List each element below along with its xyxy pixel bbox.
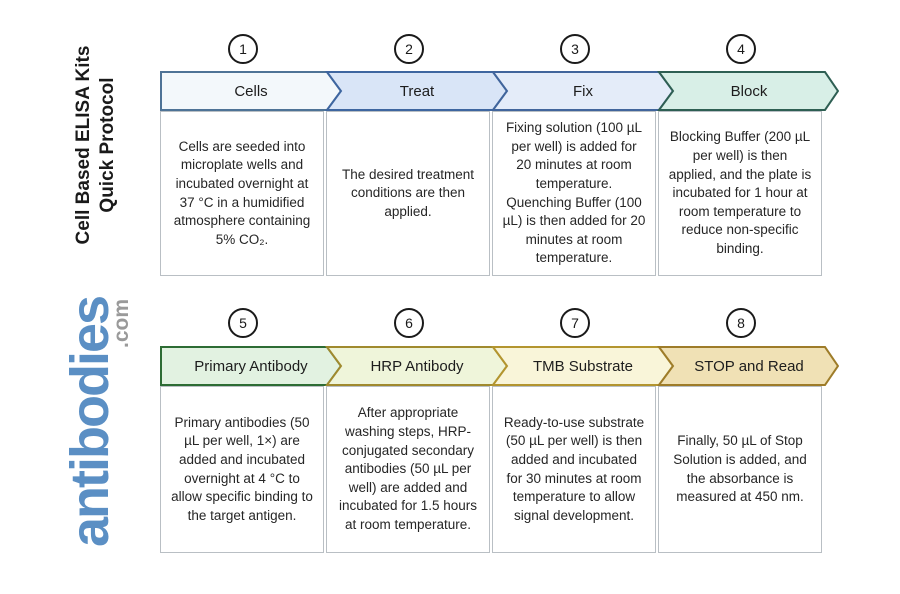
step-1-number-circle: 1 — [228, 34, 258, 64]
chevron-row-2-svg: Primary Antibody HRP Antibody TMB Substr… — [160, 346, 839, 386]
step-1-description-text: Cells are seeded into microplate wells a… — [173, 138, 311, 247]
brand-logo-suffix: .com — [110, 298, 133, 348]
step-5-label: Primary Antibody — [194, 358, 308, 375]
step-5-description-text: Primary antibodies (50 µL per well, 1×) … — [171, 414, 313, 523]
step-7-label: TMB Substrate — [533, 358, 633, 375]
step-3-description-text: Fixing solution (100 µL per well) is add… — [502, 120, 646, 266]
step-8-chevron — [657, 346, 839, 386]
step-8-number: 8 — [737, 315, 745, 331]
body-row-1: Cells are seeded into microplate wells a… — [160, 111, 839, 276]
step-4-number-circle: 4 — [726, 34, 756, 64]
step-3-label: Fix — [573, 83, 593, 100]
step-8-description: Finally, 50 µL of Stop Solution is added… — [658, 386, 822, 553]
step-4-description-text: Blocking Buffer (200 µL per well) is the… — [668, 129, 812, 257]
step-5-number-circle: 5 — [228, 308, 258, 338]
step-7-number: 7 — [571, 315, 579, 331]
step-8-description-text: Finally, 50 µL of Stop Solution is added… — [673, 433, 807, 505]
step-6-number-circle: 6 — [394, 308, 424, 338]
brand-logo: antibodies .com — [45, 272, 135, 572]
step-3-description: Fixing solution (100 µL per well) is add… — [492, 111, 656, 276]
step-5-description: Primary antibodies (50 µL per well, 1×) … — [160, 386, 324, 553]
step-2-number: 2 — [405, 41, 413, 57]
step-4-label: Block — [731, 83, 768, 100]
step-8-number-circle: 8 — [726, 308, 756, 338]
chevron-row-2: Primary Antibody HRP Antibody TMB Substr… — [160, 346, 839, 386]
step-4-description: Blocking Buffer (200 µL per well) is the… — [658, 111, 822, 276]
chevron-row-1-svg: Cells Treat Fix Block — [160, 71, 839, 111]
step-8-label: STOP and Read — [694, 358, 804, 375]
chevron-row-1: Cells Treat Fix Block — [160, 71, 839, 111]
step-2-description: The desired treatment conditions are the… — [326, 111, 490, 276]
step-2-description-text: The desired treatment conditions are the… — [341, 166, 475, 219]
vertical-title: Cell Based ELISA Kits Quick Protocol — [72, 25, 120, 265]
step-4-number: 4 — [737, 41, 745, 57]
step-2-label: Treat — [400, 83, 435, 100]
step-1-description: Cells are seeded into microplate wells a… — [160, 111, 324, 276]
title-line-1: Cell Based ELISA Kits — [73, 45, 94, 245]
step-7-description: Ready-to-use substrate (50 µL per well) … — [492, 386, 656, 553]
step-2-number-circle: 2 — [394, 34, 424, 64]
step-5-number: 5 — [239, 315, 247, 331]
step-3-number: 3 — [571, 41, 579, 57]
step-3-number-circle: 3 — [560, 34, 590, 64]
step-6-label: HRP Antibody — [370, 358, 464, 375]
body-row-2: Primary antibodies (50 µL per well, 1×) … — [160, 386, 839, 553]
brand-logo-inner: antibodies .com — [59, 297, 133, 547]
step-6-number: 6 — [405, 315, 413, 331]
step-4-chevron — [657, 71, 839, 111]
step-6-description-text: After appropriate washing steps, HRP-con… — [338, 405, 478, 533]
step-1-number: 1 — [239, 41, 247, 57]
step-6-description: After appropriate washing steps, HRP-con… — [326, 386, 490, 553]
step-1-label: Cells — [234, 83, 267, 100]
title-line-2: Quick Protocol — [97, 77, 118, 213]
step-7-description-text: Ready-to-use substrate (50 µL per well) … — [503, 414, 645, 523]
step-7-number-circle: 7 — [560, 308, 590, 338]
